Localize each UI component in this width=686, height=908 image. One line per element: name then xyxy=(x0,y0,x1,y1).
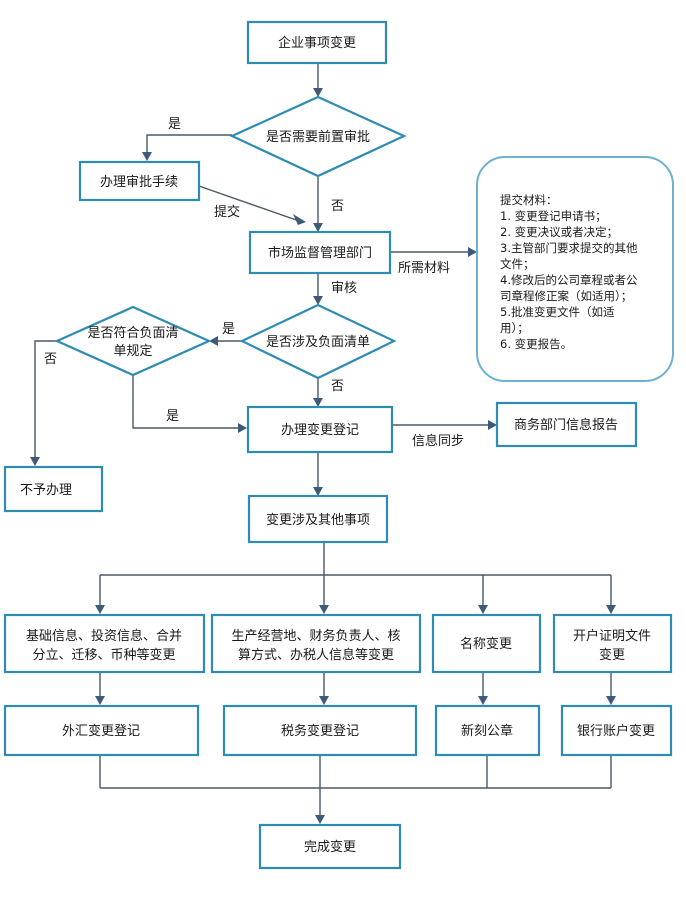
node-commerce-report-label: 商务部门信息报告 xyxy=(514,417,618,433)
edge-label-yes-neg: 是 xyxy=(222,322,235,337)
node-handle-approval xyxy=(78,160,201,202)
connectors xyxy=(30,63,616,824)
node-basic-info xyxy=(3,613,206,674)
arrow-icon xyxy=(313,88,323,97)
node-finish xyxy=(258,823,402,870)
arrow-icon xyxy=(95,696,105,705)
materials-panel xyxy=(476,156,674,382)
edge-label-yes-pre: 是 xyxy=(168,117,181,132)
materials-line: 5.批准变更文件（如适 xyxy=(500,305,615,319)
arrow-icon xyxy=(313,398,323,407)
arrow-icon xyxy=(606,605,616,614)
connector-compliant-yes xyxy=(132,375,244,429)
connector-approval-submit xyxy=(198,185,303,223)
arrow-icon xyxy=(293,214,306,225)
edge-label-info-sync: 信息同步 xyxy=(412,433,464,449)
connector-preapproval-yes xyxy=(146,134,232,158)
materials-list: 提交材料： 1. 变更登记申请书； 2. 变更决议或者决定； 3.主管部门要求提… xyxy=(500,193,638,351)
arrow-icon xyxy=(468,247,477,257)
decision-pre-approval-label: 是否需要前置审批 xyxy=(266,129,370,145)
arrow-icon xyxy=(238,423,247,433)
edge-label-no-pre: 否 xyxy=(331,199,344,214)
arrow-icon xyxy=(606,696,616,705)
arrow-icon xyxy=(478,696,488,705)
materials-line: 文件； xyxy=(500,257,535,271)
node-name-change-label: 名称变更 xyxy=(460,636,512,652)
arrow-icon xyxy=(142,152,152,161)
materials-line: 2. 变更决议或者决定； xyxy=(500,225,618,239)
arrow-icon xyxy=(319,605,329,614)
materials-line: 6. 变更报告。 xyxy=(500,337,572,351)
node-market-dept xyxy=(248,230,392,275)
node-bank xyxy=(560,704,673,757)
edge-label-submit: 提交 xyxy=(214,204,240,220)
node-account-cert-label-1: 开户证明文件 xyxy=(573,628,651,644)
node-basic-info-label-2: 分立、迁移、币种等变更 xyxy=(32,647,175,663)
edge-label-review: 审核 xyxy=(331,281,357,296)
node-seal xyxy=(434,704,541,757)
node-bank-label: 银行账户变更 xyxy=(577,723,655,739)
arrow-icon xyxy=(313,487,323,496)
arrow-icon xyxy=(313,223,323,232)
arrow-icon xyxy=(488,420,497,430)
node-market-dept-label: 市场监督管理部门 xyxy=(268,245,372,261)
decision-compliant-label-1: 是否符合负面清 xyxy=(87,325,178,341)
node-commerce-report xyxy=(495,401,638,448)
node-account-cert-label-2: 变更 xyxy=(599,647,625,663)
node-basic-info-label-1: 基础信息、投资信息、合并 xyxy=(26,628,182,644)
materials-line: 3.主管部门要求提交的其他 xyxy=(500,241,638,255)
decision-compliant xyxy=(54,305,212,377)
edge-label-no-compliant: 否 xyxy=(44,352,57,367)
node-other-matters xyxy=(247,494,389,544)
node-account-cert xyxy=(552,613,673,674)
node-production-label-1: 生产经营地、财务负责人、核 xyxy=(231,628,400,644)
arrow-icon xyxy=(95,605,105,614)
materials-line: 用）； xyxy=(500,321,529,335)
materials-line: 提交材料： xyxy=(500,193,558,207)
node-start xyxy=(246,20,388,65)
node-forex xyxy=(3,704,200,757)
node-handle-change-label: 办理变更登记 xyxy=(281,422,359,438)
node-reject-label: 不予办理 xyxy=(20,483,72,498)
node-tax-label: 税务变更登记 xyxy=(281,723,359,739)
edge-label-yes-compliant: 是 xyxy=(166,409,179,424)
decision-negative-list-label: 是否涉及负面清单 xyxy=(266,335,370,350)
arrow-icon xyxy=(315,815,325,824)
node-seal-label: 新刻公章 xyxy=(461,723,513,739)
decision-pre-approval xyxy=(229,95,407,178)
node-finish-label: 完成变更 xyxy=(304,839,356,855)
node-handle-change xyxy=(246,405,394,454)
edge-label-no-neg: 否 xyxy=(331,379,344,394)
arrow-icon xyxy=(209,336,218,346)
connector-compliant-no xyxy=(34,340,58,463)
node-forex-label: 外汇变更登记 xyxy=(62,723,140,739)
decision-compliant-label-2: 单规定 xyxy=(113,344,152,359)
node-production-label-2: 算方式、办税人信息等变更 xyxy=(238,647,394,663)
node-start-label: 企业事项变更 xyxy=(278,35,356,51)
arrow-icon xyxy=(478,605,488,614)
node-tax xyxy=(222,704,418,757)
node-name-change xyxy=(431,613,542,674)
materials-line: 4.修改后的公司章程或者公 xyxy=(500,273,638,287)
node-production xyxy=(210,613,422,674)
arrow-icon xyxy=(30,457,40,466)
edge-label-materials: 所需材料 xyxy=(398,261,450,276)
arrow-icon xyxy=(313,296,323,305)
decision-negative-list xyxy=(239,303,397,380)
arrow-icon xyxy=(319,696,329,705)
materials-line: 1. 变更登记申请书； xyxy=(500,209,607,223)
node-handle-approval-label: 办理审批手续 xyxy=(100,175,178,190)
materials-line: 司章程修正案（如适用）； xyxy=(500,289,632,303)
node-other-matters-label: 变更涉及其他事项 xyxy=(266,512,370,528)
node-reject xyxy=(3,465,104,513)
